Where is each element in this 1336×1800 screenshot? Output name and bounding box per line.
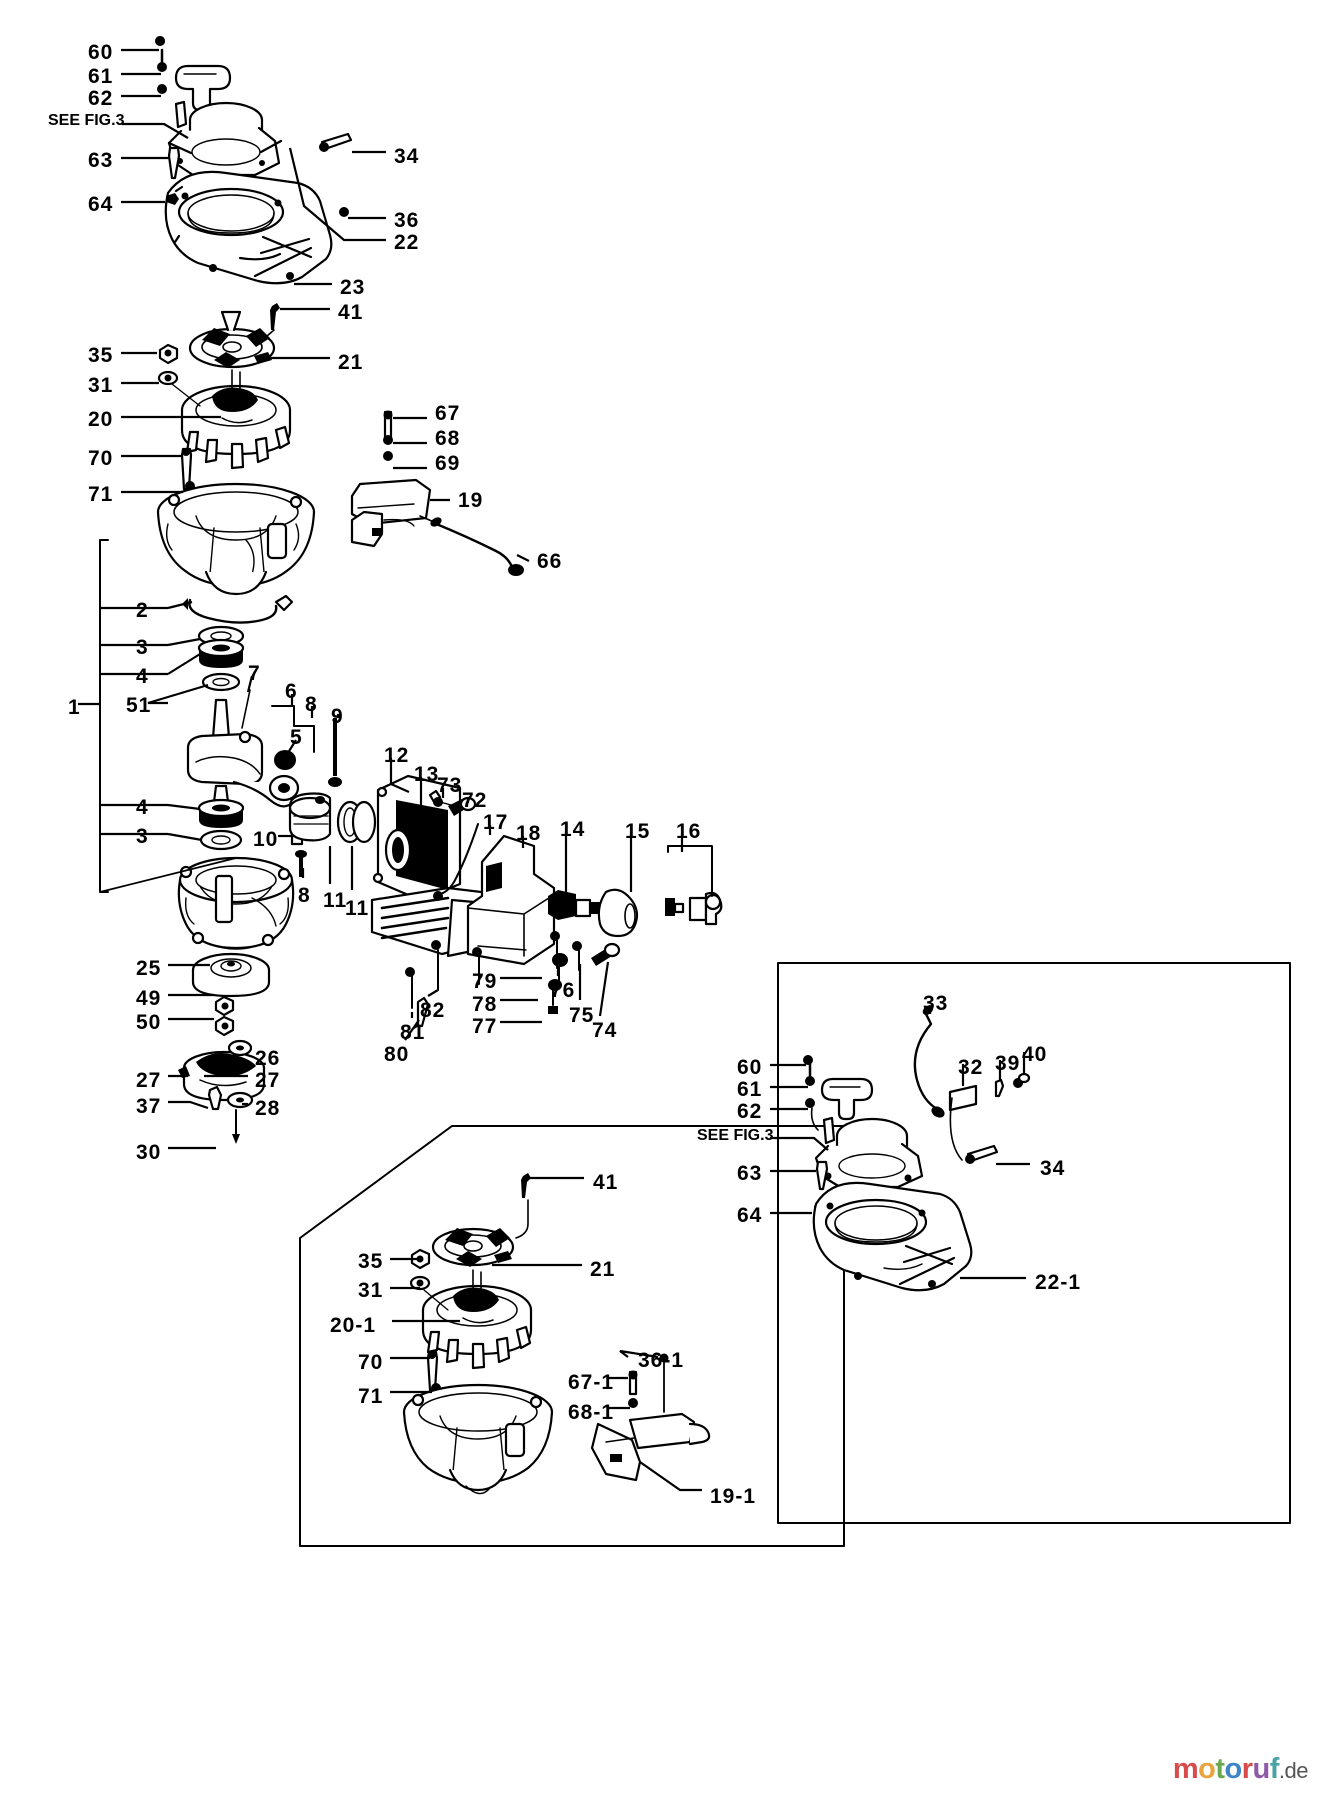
callout-5: 5	[290, 726, 303, 749]
callout-71: 71	[358, 1385, 384, 1408]
callout-20-1: 20-1	[330, 1314, 377, 1337]
callout-37: 37	[136, 1095, 162, 1118]
callout-20: 20	[88, 408, 114, 431]
callout-10: 10	[253, 828, 279, 851]
callout-8: 8	[305, 693, 318, 716]
callout-12: 12	[384, 744, 410, 767]
callout-1: 1	[68, 696, 81, 719]
callout-35: 35	[358, 1250, 384, 1273]
callout-68-1: 68-1	[568, 1401, 615, 1424]
callout-19: 19	[458, 489, 484, 512]
callout-22-1: 22-1	[1035, 1271, 1082, 1294]
callout-33: 33	[923, 992, 949, 1015]
callout-35: 35	[88, 344, 114, 367]
callout-63: 63	[88, 149, 114, 172]
callout-39: 39	[995, 1052, 1021, 1075]
callout-76: 76	[550, 979, 576, 1002]
callout-17: 17	[483, 811, 509, 834]
callout-2: 2	[136, 599, 149, 622]
watermark-tld: .de	[1278, 1758, 1309, 1783]
callout-40: 40	[1022, 1043, 1048, 1066]
callout-62: 62	[737, 1100, 763, 1123]
callout-81: 81	[400, 1021, 426, 1044]
callout-18: 18	[516, 822, 542, 845]
callout-77: 77	[472, 1015, 498, 1038]
callout-74: 74	[592, 1019, 618, 1042]
callout-79: 79	[472, 970, 498, 993]
callout-11: 11	[345, 897, 370, 920]
callout-60: 60	[737, 1056, 763, 1079]
callout-67-1: 67-1	[568, 1371, 615, 1394]
callout-27: 27	[255, 1069, 281, 1092]
callout-64: 64	[88, 193, 114, 216]
callout-26: 26	[255, 1047, 281, 1070]
see-fig-note-main: SEE FIG.3	[48, 112, 125, 129]
callout-6: 6	[285, 680, 298, 703]
callout-3: 3	[136, 636, 149, 659]
callout-4: 4	[136, 796, 149, 819]
callout-34: 34	[394, 145, 420, 168]
callout-19-1: 19-1	[710, 1485, 757, 1508]
see-fig-note-inset: SEE FIG.3	[697, 1127, 774, 1144]
callout-60: 60	[88, 41, 114, 64]
callout-21: 21	[338, 351, 364, 374]
callout-14: 14	[560, 818, 586, 841]
callout-16: 16	[676, 820, 702, 843]
callout-78: 78	[472, 993, 498, 1016]
callout-66: 66	[537, 550, 563, 573]
callout-9: 9	[331, 705, 344, 728]
callout-27: 27	[136, 1069, 162, 1092]
callout-13: 13	[414, 763, 440, 786]
callout-7: 7	[248, 662, 261, 685]
callout-41: 41	[593, 1171, 619, 1194]
callout-3: 3	[136, 825, 149, 848]
callout-80: 80	[384, 1043, 410, 1066]
callout-8: 8	[298, 884, 311, 907]
callout-32: 32	[958, 1056, 984, 1079]
callout-63: 63	[737, 1162, 763, 1185]
callout-70: 70	[88, 447, 114, 470]
callout-4: 4	[136, 665, 149, 688]
callout-70: 70	[358, 1351, 384, 1374]
callout-51: 51	[126, 694, 152, 717]
callout-69: 69	[435, 452, 461, 475]
callout-72: 72	[462, 789, 488, 812]
callout-36: 36	[394, 209, 420, 232]
callout-28: 28	[255, 1097, 281, 1120]
callout-25: 25	[136, 957, 162, 980]
callout-34: 34	[1040, 1157, 1066, 1180]
callout-49: 49	[136, 987, 162, 1010]
callout-31: 31	[88, 374, 114, 397]
callout-50: 50	[136, 1011, 162, 1034]
callout-71: 71	[88, 483, 114, 506]
callout-73: 73	[437, 774, 463, 797]
callout-62: 62	[88, 87, 114, 110]
callout-75: 75	[569, 1004, 595, 1027]
callout-61: 61	[737, 1078, 763, 1101]
callout-61: 61	[88, 65, 114, 88]
callout-21: 21	[590, 1258, 616, 1281]
callout-30: 30	[136, 1141, 162, 1164]
callout-15: 15	[625, 820, 651, 843]
callout-22: 22	[394, 231, 420, 254]
callout-36-1: 36-1	[638, 1349, 685, 1372]
callout-11: 11	[323, 889, 348, 912]
callout-41: 41	[338, 301, 364, 324]
watermark: motoruf.de	[1172, 1753, 1309, 1785]
callout-68: 68	[435, 427, 461, 450]
callout-82: 82	[420, 999, 446, 1022]
callout-67: 67	[435, 402, 461, 425]
callout-31: 31	[358, 1279, 384, 1302]
callout-23: 23	[340, 276, 366, 299]
callout-64: 64	[737, 1204, 763, 1227]
